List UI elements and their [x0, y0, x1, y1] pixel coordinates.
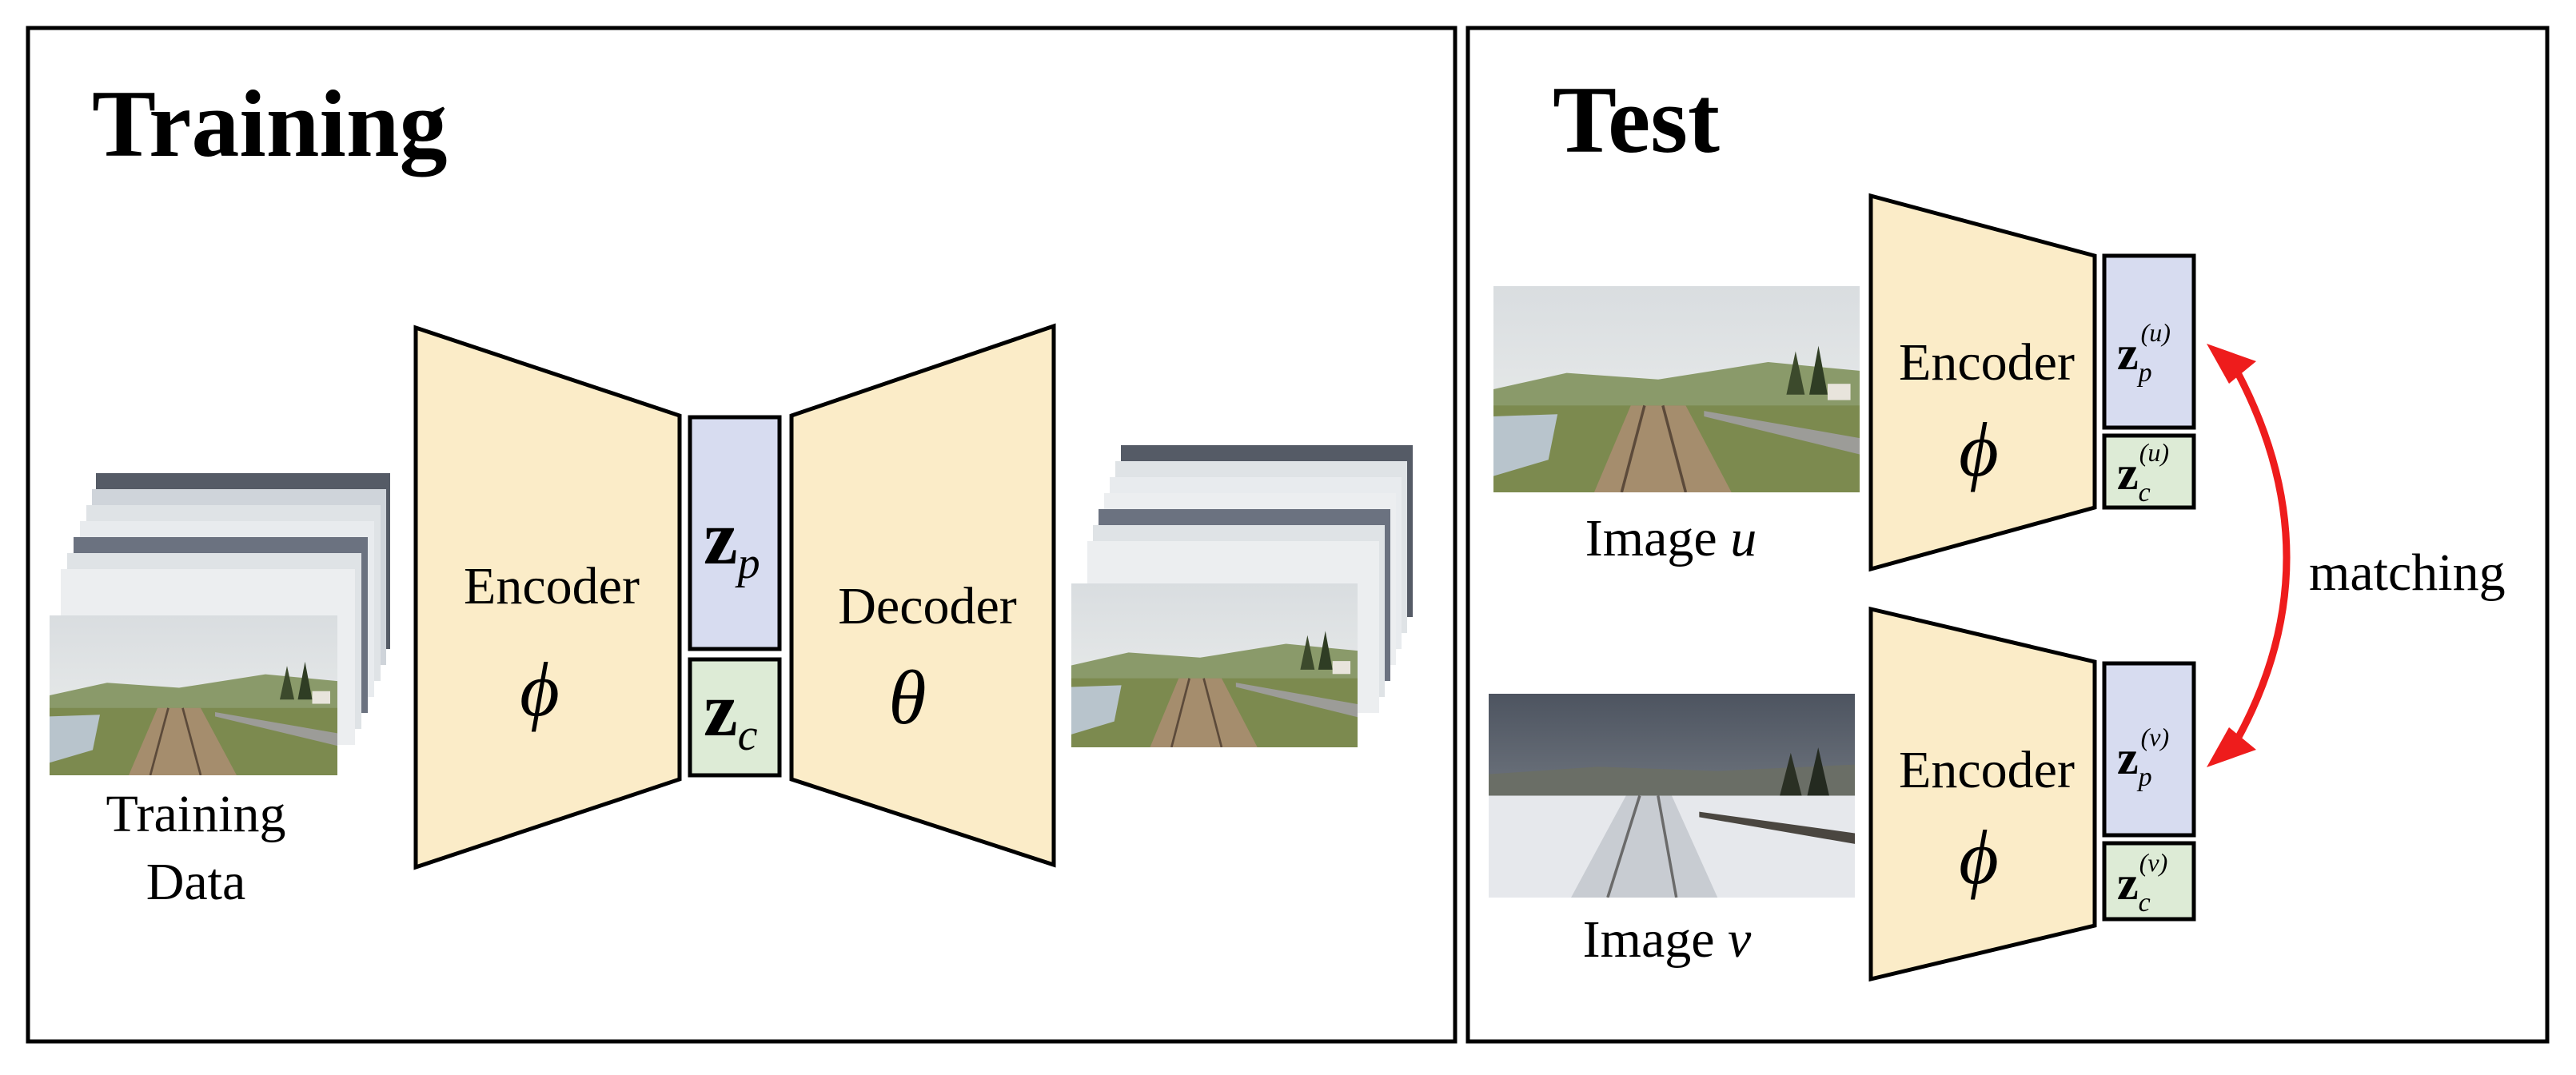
test-encoder-u-label: Encoder: [1899, 333, 2075, 392]
matching-label: matching: [2309, 543, 2506, 602]
training-decoder-label: Decoder: [838, 577, 1017, 635]
test-zp-u-box: [2102, 253, 2196, 430]
training-zc-box: [688, 657, 782, 778]
training-data-stack: [50, 473, 390, 775]
test-panel: [1465, 26, 2550, 1044]
test-zc-v-symbol: zc(v): [2117, 848, 2167, 918]
reconstructed-image-front: [1071, 583, 1358, 747]
matching-arrow: [2207, 344, 2291, 767]
test-encoder-v-label: Encoder: [1899, 741, 2075, 799]
test-zp-v-symbol: zp(v): [2117, 723, 2169, 792]
image-u: [1493, 286, 1860, 492]
image-v: [1489, 694, 1855, 898]
test-encoder-u-symbol: ϕ: [1959, 407, 1999, 492]
training-data-label-line2: Data: [146, 853, 246, 911]
test-encoder-v-symbol: ϕ: [1959, 814, 1999, 900]
training-data-label-line1: Training: [106, 785, 286, 843]
test-title: Test: [1553, 66, 1720, 173]
test-zc-v-box: [2102, 841, 2196, 922]
training-encoder: [413, 324, 682, 870]
training-encoder-label: Encoder: [464, 557, 640, 615]
test-encoder-u: [1868, 193, 2097, 572]
training-zc-symbol: zc: [704, 667, 758, 760]
image-u-label: Image u: [1585, 509, 1757, 567]
training-panel: [26, 26, 1457, 1044]
image-v-label: Image v: [1583, 910, 1752, 969]
training-title: Training: [92, 70, 448, 177]
training-zp-box: [688, 415, 782, 651]
test-zc-u-symbol: zc(u): [2117, 438, 2169, 508]
test-zp-u-symbol: zp(u): [2117, 318, 2171, 388]
test-zp-v-box: [2102, 661, 2196, 838]
training-decoder-symbol: θ: [888, 655, 926, 740]
training-image-front: [50, 615, 337, 775]
training-decoder: [789, 323, 1056, 868]
test-zc-u-box: [2102, 433, 2196, 510]
test-encoder-v: [1868, 606, 2097, 982]
reconstructed-data-stack: [1071, 445, 1413, 747]
training-encoder-symbol: ϕ: [520, 647, 560, 732]
training-zp-symbol: zp: [704, 495, 760, 588]
